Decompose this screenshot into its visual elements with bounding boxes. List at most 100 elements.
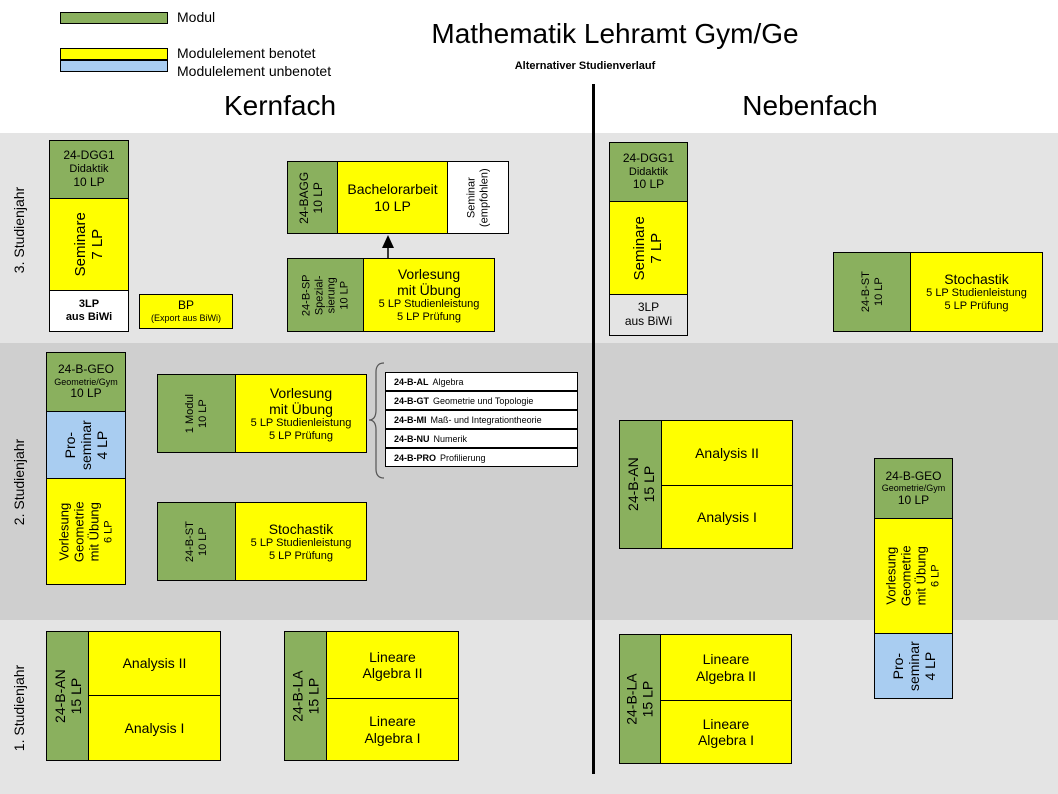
brace-icon (368, 362, 385, 479)
neben-stochastik: Stochastik 5 LP Studienleistung 5 LP Prü… (910, 252, 1043, 332)
kern-modul1-t3: 5 LP Studienleistung (250, 416, 352, 429)
neben-la-code: 24-B-LA (623, 673, 640, 725)
neben-geo-v2: Geometrie (898, 545, 914, 607)
neben-la-module: 24-B-LA 15 LP (619, 634, 661, 764)
kern-st-t1: Stochastik (268, 520, 334, 537)
kern-modul1-t4: 5 LP Prüfung (268, 429, 333, 442)
kern-geo-v3: mit Übung (86, 501, 102, 562)
option-name: Profilierung (440, 452, 486, 463)
kern-modul1-t2: mit Übung (269, 400, 333, 417)
arrow-up-icon (382, 235, 394, 260)
kern-st-module: 24-B-ST 10 LP (157, 502, 236, 581)
year3-label: 3. Studienjahr (11, 186, 27, 274)
neben-geo-v4: 6 LP (929, 564, 942, 588)
neben-geo-vorlesung: Vorlesung Geometrie mit Übung 6 LP (874, 518, 953, 634)
kern-an-lp: 15 LP (67, 677, 84, 715)
neben-st-t1: Stochastik (944, 271, 1009, 288)
option-name: Numerik (433, 433, 468, 444)
neben-lineare-algebra-1: Lineare Algebra I (660, 700, 792, 764)
option-code: 24-B-NU (394, 433, 430, 444)
kern-geo-pro1: Pro- (61, 431, 78, 459)
kern-la-lp: 15 LP (305, 677, 322, 715)
neben-st-code: 24-B-ST (859, 271, 872, 313)
neben-biwi-source: aus BiWi (624, 314, 673, 328)
kern-geo-pro3: 4 LP (94, 430, 111, 460)
kern-biwi: 3LP aus BiWi (49, 290, 129, 332)
neben-an-module: 24-B-AN 15 LP (619, 420, 662, 549)
kern-geo-name: Geometrie/Gym (54, 376, 118, 387)
option-code: 24-B-MI (394, 414, 427, 425)
kern-stochastik: Stochastik 5 LP Studienleistung 5 LP Prü… (235, 502, 367, 581)
kern-bachelorarbeit-lp: 10 LP (374, 197, 411, 214)
neben-la-bot2: Algebra I (697, 732, 755, 748)
kern-modul1-vorlesung: Vorlesung mit Übung 5 LP Studienleistung… (235, 374, 367, 453)
kern-sp-t1: Vorlesung (397, 266, 461, 283)
kern-analysis-2: Analysis II (88, 631, 221, 696)
kern-geo-vorlesung: Vorlesung Geometrie mit Übung 6 LP (46, 478, 126, 585)
column-divider (592, 84, 595, 774)
legend-modul-label: Modul (177, 9, 216, 25)
kern-seminare-lp: 7 LP (88, 229, 106, 260)
kern-an-code: 24-B-AN (51, 669, 68, 723)
neben-seminare: Seminare 7 LP (609, 201, 688, 295)
kern-analysis-1: Analysis I (88, 695, 221, 761)
year1-label: 1. Studienjahr (11, 664, 27, 752)
neben-st-t2: 5 LP Studienleistung (926, 287, 1027, 300)
kern-sp-t2: mit Übung (397, 282, 461, 299)
neben-seminare-lp: 7 LP (648, 232, 666, 264)
neben-st-module: 24-B-ST 10 LP (833, 252, 911, 332)
neben-analysis-1: Analysis I (661, 485, 793, 549)
kern-seminar-note: (empfohlen) (477, 168, 490, 227)
neben-geo-proseminar: Pro- seminar 4 LP (874, 633, 953, 699)
kern-bp-note: (Export aus BiWi) (150, 313, 221, 324)
kern-la-module: 24-B-LA 15 LP (284, 631, 327, 761)
kern-dgg1-lp: 10 LP (73, 174, 105, 189)
page-subtitle: Alternativer Studienverlauf (514, 60, 656, 72)
kern-la-bot1: Lineare (369, 713, 416, 730)
option-code: 24-B-PRO (394, 452, 437, 463)
legend-unbenotet-swatch (60, 60, 168, 72)
legend-modul-swatch (60, 12, 168, 24)
kern-seminare: Seminare 7 LP (49, 198, 129, 291)
kern-sp-lp: 10 LP (338, 280, 351, 310)
kern-seminar-label: Seminar (465, 177, 478, 218)
legend-unbenotet-label: Modulelement unbenotet (177, 63, 332, 79)
neben-geo-pro3: 4 LP (921, 651, 938, 681)
neben-dgg1-lp: 10 LP (632, 177, 665, 192)
neben-geo-name: Geometrie/Gym (881, 483, 946, 494)
neben-geo-module: 24-B-GEO Geometrie/Gym 10 LP (874, 458, 953, 519)
neben-la-bot1: Lineare (702, 715, 750, 732)
kern-bachelorarbeit-title: Bachelorarbeit (347, 181, 438, 198)
kern-sp-t4: 5 LP Prüfung (396, 311, 461, 324)
option-name: Geometrie und Topologie (433, 395, 534, 406)
kern-st-t2: 5 LP Studienleistung (250, 536, 352, 549)
kern-modul1-l1: 1 Modul (183, 393, 196, 434)
year2-label: 2. Studienjahr (11, 438, 27, 526)
kern-la-bot2: Algebra I (364, 729, 421, 746)
kern-sp-name1: Spezial- (312, 275, 325, 315)
kern-lineare-algebra-1: Lineare Algebra I (326, 698, 459, 761)
column-nebenfach: Nebenfach (742, 90, 878, 121)
kern-sp-t3: 5 LP Studienleistung (378, 298, 480, 311)
neben-la-top1: Lineare (702, 651, 750, 668)
kern-bagg-lp: 10 LP (311, 181, 326, 214)
neben-seminare-label: Seminare (631, 215, 649, 281)
kern-st-lp: 10 LP (196, 527, 209, 556)
kern-geo-pro2: seminar (77, 420, 94, 470)
option-code: 24-B-GT (394, 395, 430, 406)
neben-geo-pro2: seminar (905, 641, 922, 691)
neben-la-top2: Algebra II (696, 667, 756, 684)
neben-biwi: 3LP aus BiWi (609, 294, 688, 336)
kern-seminare-label: Seminare (71, 212, 89, 277)
neben-an-lp: 15 LP (640, 466, 657, 503)
kern-geo-proseminar: Pro- seminar 4 LP (46, 411, 126, 479)
neben-an-code: 24-B-AN (624, 457, 641, 512)
neben-geo-v1: Vorlesung (883, 547, 899, 605)
legend-benotet-swatch (60, 48, 168, 60)
kern-bp-label: BP (177, 298, 194, 313)
kern-modul1-t1: Vorlesung (269, 384, 333, 401)
